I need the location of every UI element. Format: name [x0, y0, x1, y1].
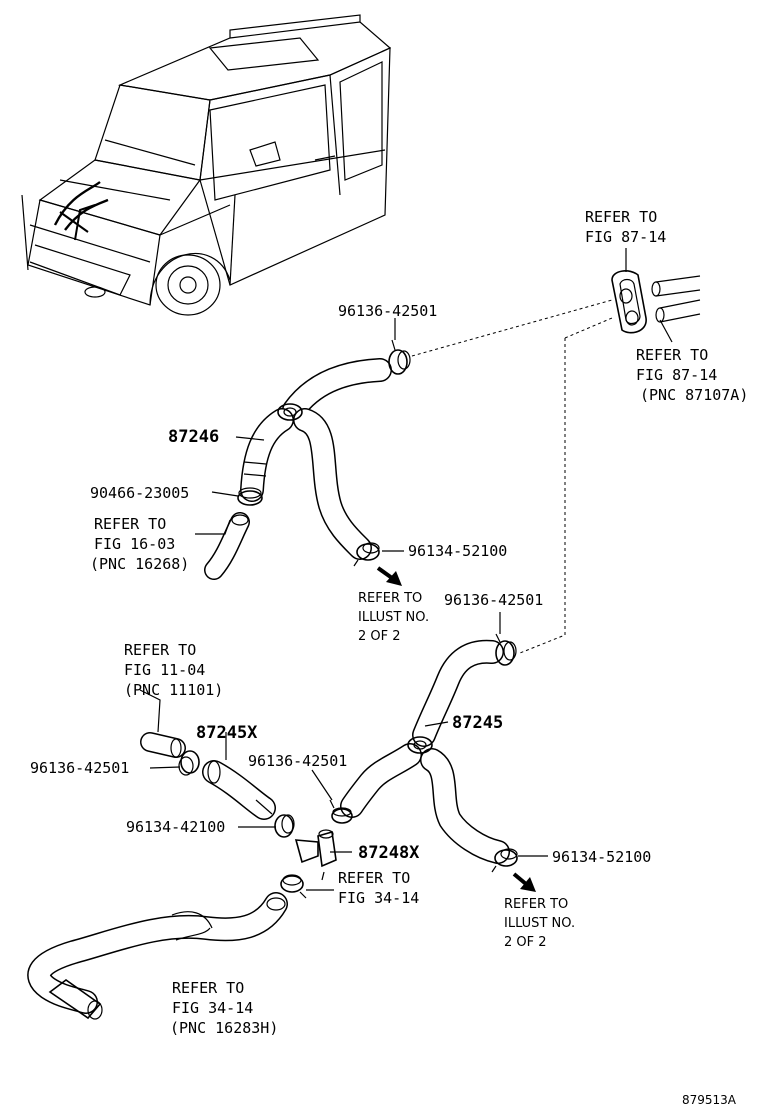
label-96134-52100-a: 96134-52100: [408, 542, 507, 560]
label-refer-8714-right-line1: REFER TO: [636, 346, 708, 364]
label-refer-1603-line2: FIG 16-03: [94, 535, 175, 553]
label-refer-3414-a-line2: FIG 34-14: [338, 889, 419, 907]
leader-lines: [139, 248, 627, 891]
clamp-96136-a: [388, 339, 411, 375]
vehicle-illustration: [21, 14, 392, 316]
label-refer-illust-b-line3: 2 OF 2: [504, 935, 547, 950]
label-refer-illust-b-line2: ILLUST NO.: [504, 916, 575, 931]
label-refer-3414-a-line1: REFER TO: [338, 869, 410, 887]
label-refer-1104-line1: REFER TO: [124, 641, 196, 659]
routing-line-top: [411, 299, 613, 357]
arrow-illust-b: [512, 872, 536, 892]
label-96136-42501-b: 96136-42501: [444, 591, 543, 609]
label-87245: 87245: [452, 713, 503, 733]
hose-87246: [240, 358, 392, 560]
label-refer-illust-a-line3: 2 OF 2: [358, 629, 401, 644]
hose-87245: [340, 639, 510, 864]
label-96136-42501-c: 96136-42501: [30, 759, 129, 777]
label-refer-8714-right-line3: (PNC 87107A): [640, 386, 748, 404]
label-refer-3414-b-line3: (PNC 16283H): [170, 1019, 278, 1037]
label-refer-1104-line3: (PNC 11101): [124, 681, 223, 699]
clamp-96136-b: [495, 633, 517, 666]
grommet-assembly: [611, 270, 701, 343]
label-refer-1603-line1: REFER TO: [94, 515, 166, 533]
label-90466-23005: 90466-23005: [90, 484, 189, 502]
pipe-11101: [140, 732, 186, 758]
clamp-96136-c: [178, 750, 200, 776]
pipe-16268: [204, 512, 250, 580]
arrow-illust-a: [376, 566, 402, 586]
clamp-96134-42100: [274, 814, 295, 838]
label-refer-illust-a-line1: REFER TO: [358, 591, 422, 606]
clamp-96134-b: [491, 848, 518, 873]
label-refer-1603-line3: (PNC 16268): [90, 555, 189, 573]
connector-87248x: [294, 829, 337, 881]
label-refer-3414-b-line1: REFER TO: [172, 979, 244, 997]
label-refer-8714-top-line2: FIG 87-14: [585, 228, 666, 246]
label-87246: 87246: [168, 427, 219, 447]
label-96136-42501-a: 96136-42501: [338, 302, 437, 320]
label-87248x: 87248X: [358, 843, 420, 863]
diagram-id: 879513A: [682, 1093, 737, 1107]
label-refer-1104-line2: FIG 11-04: [124, 661, 205, 679]
label-87245x: 87245X: [196, 723, 258, 743]
clamp-fig-34-14: [280, 874, 307, 899]
routing-line-vertical: [519, 317, 613, 654]
label-refer-3414-b-line2: FIG 34-14: [172, 999, 253, 1017]
label-96136-42501-d: 96136-42501: [248, 752, 347, 770]
label-96134-52100-b: 96134-52100: [552, 848, 651, 866]
clamp-96136-d: [329, 799, 353, 824]
label-refer-illust-a-line2: ILLUST NO.: [358, 610, 429, 625]
hose-87245x: [202, 760, 276, 820]
label-96134-42100: 96134-42100: [126, 818, 225, 836]
label-refer-8714-top-line1: REFER TO: [585, 208, 657, 226]
label-refer-8714-right-line2: FIG 87-14: [636, 366, 717, 384]
clamp-90466: [237, 487, 263, 506]
clamp-96134-a: [353, 542, 380, 567]
label-refer-illust-b-line1: REFER TO: [504, 897, 568, 912]
hose-16283h: [27, 892, 288, 1020]
